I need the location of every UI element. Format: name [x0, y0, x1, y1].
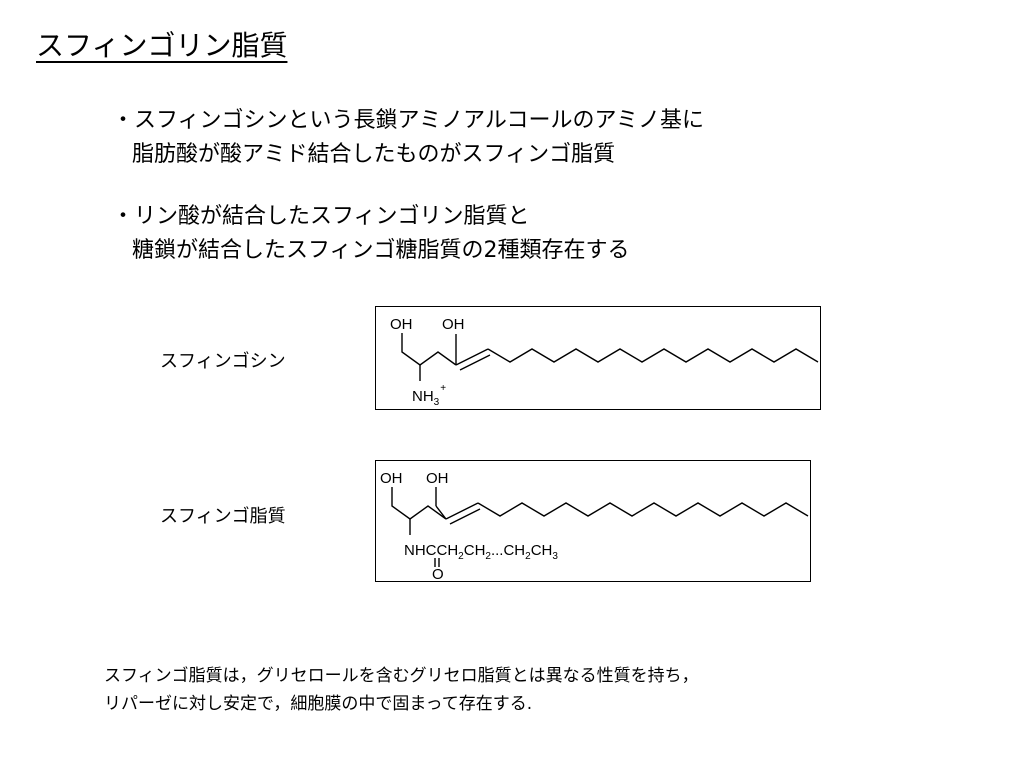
sphingosine-backbone-bonds — [401, 333, 457, 366]
sphingosine-label: スフィンゴシン — [160, 351, 286, 372]
sphingosine-amine: NH3+ — [412, 383, 446, 408]
sphingosine-alkyl-chain — [487, 348, 819, 363]
bullet-point-1: ・スフィンゴシンという長鎖アミノアルコールのアミノ基に 脂肪酸が酸アミド結合した… — [112, 104, 704, 172]
bullet-1-line-1: ・スフィンゴシンという長鎖アミノアルコールのアミノ基に — [112, 108, 705, 133]
bullet-point-2: ・リン酸が結合したスフィンゴリン脂質と 糖鎖が結合したスフィンゴ糖脂質の2種類存… — [112, 200, 630, 268]
sphingosine-diagram: OH OH NH3+ — [390, 316, 819, 408]
summary-note-line-1: スフィンゴ脂質は，グリセロールを含むグリセロ脂質とは異なる性質を持ち， — [104, 666, 699, 686]
sphingolipid-label: スフィンゴ脂質 — [160, 506, 286, 527]
sphingosine-oh-2: OH — [442, 316, 465, 333]
sphingosine-structure: OH OH NH3+ — [375, 306, 821, 410]
bullet-2-line-2: 糖鎖が結合したスフィンゴ糖脂質の2種類存在する — [132, 238, 630, 263]
sphingolipid-c3-bond — [435, 505, 447, 520]
sphingosine-bonds — [401, 333, 819, 381]
sphingolipid-double-bond-b — [449, 508, 481, 525]
sphingolipid-alkyl-chain — [477, 502, 809, 517]
sphingosine-double-bond-b — [459, 354, 491, 371]
bullet-2-line-1: ・リン酸が結合したスフィンゴリン脂質と — [112, 204, 530, 229]
sphingosine-double-bond-a — [455, 348, 489, 366]
sphingolipid-diagram: OH OH NHCCH2CH2...CH2CH3 O — [380, 470, 809, 583]
sphingolipid-structure: OH OH NHCCH2CH2...CH2CH3 O — [375, 460, 811, 583]
sphingolipid-bonds — [391, 487, 809, 567]
sphingosine-oh-1: OH — [390, 316, 413, 333]
summary-note: スフィンゴ脂質は，グリセロールを含むグリセロ脂質とは異なる性質を持ち， リパーゼ… — [104, 662, 699, 718]
sphingolipid-double-bond-a — [445, 502, 479, 520]
sphingolipid-carbonyl-oxygen: O — [432, 566, 444, 583]
sphingolipid-oh-2: OH — [426, 470, 449, 487]
bullet-1-line-2: 脂肪酸が酸アミド結合したものがスフィンゴ脂質 — [132, 142, 616, 167]
page-title: スフィンゴリン脂質 — [36, 29, 288, 62]
sphingolipid-oh-1: OH — [380, 470, 403, 487]
sphingolipid-amide-chain: NHCCH2CH2...CH2CH3 — [404, 542, 558, 562]
sphingolipid-backbone-bonds — [391, 487, 447, 520]
summary-note-line-2: リパーゼに対し安定で，細胞膜の中で固まって存在する. — [104, 694, 533, 714]
